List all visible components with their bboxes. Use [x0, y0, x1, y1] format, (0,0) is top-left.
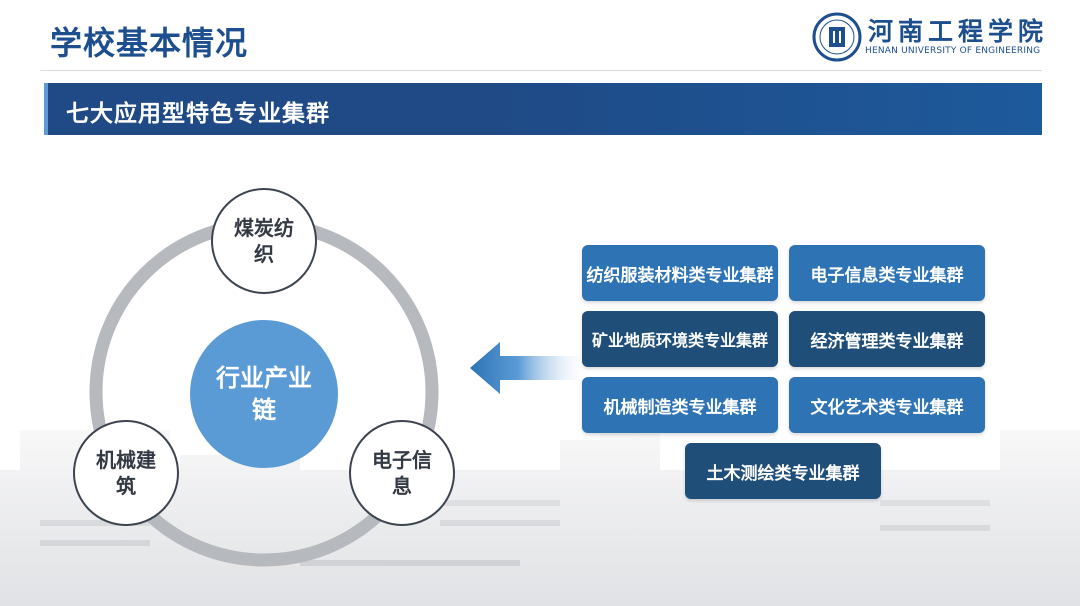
university-name: 河南工程学院	[868, 17, 1049, 46]
university-emblem-icon	[812, 12, 862, 62]
cluster-civil-surveying: 土木测绘类专业集群	[685, 443, 881, 499]
left-arrow-icon	[470, 342, 590, 394]
university-logo: 河南工程学院 HENAN UNIVERSITY OF ENGINEERING	[812, 10, 1044, 64]
cluster-mechanical-manufacturing: 机械制造类专业集群	[582, 377, 778, 433]
banner-accent	[44, 83, 48, 135]
cluster-culture-art: 文化艺术类专业集群	[789, 377, 985, 433]
university-name-english: HENAN UNIVERSITY OF ENGINEERING	[865, 46, 1041, 56]
center-label: 行业产业链	[216, 364, 312, 424]
node-label: 电子信息	[372, 448, 432, 498]
node-electronic-information: 电子信息	[349, 420, 455, 526]
cluster-mining-geology: 矿业地质环境类专业集群	[582, 311, 778, 367]
section-banner-title: 七大应用型特色专业集群	[66, 101, 330, 127]
title-divider	[40, 70, 1042, 71]
node-machinery-construction: 机械建筑	[73, 420, 179, 526]
page-title: 学校基本情况	[50, 24, 249, 62]
cluster-economics-management: 经济管理类专业集群	[789, 311, 985, 367]
node-label: 机械建筑	[96, 448, 156, 498]
node-coal-textile: 煤炭纺织	[211, 188, 317, 294]
cluster-electronic-information: 电子信息类专业集群	[789, 245, 985, 301]
cluster-textile-materials: 纺织服装材料类专业集群	[582, 245, 778, 301]
industry-chain-center: 行业产业链	[190, 320, 338, 468]
section-banner: 七大应用型特色专业集群	[44, 83, 1042, 135]
node-label: 煤炭纺织	[234, 216, 294, 266]
